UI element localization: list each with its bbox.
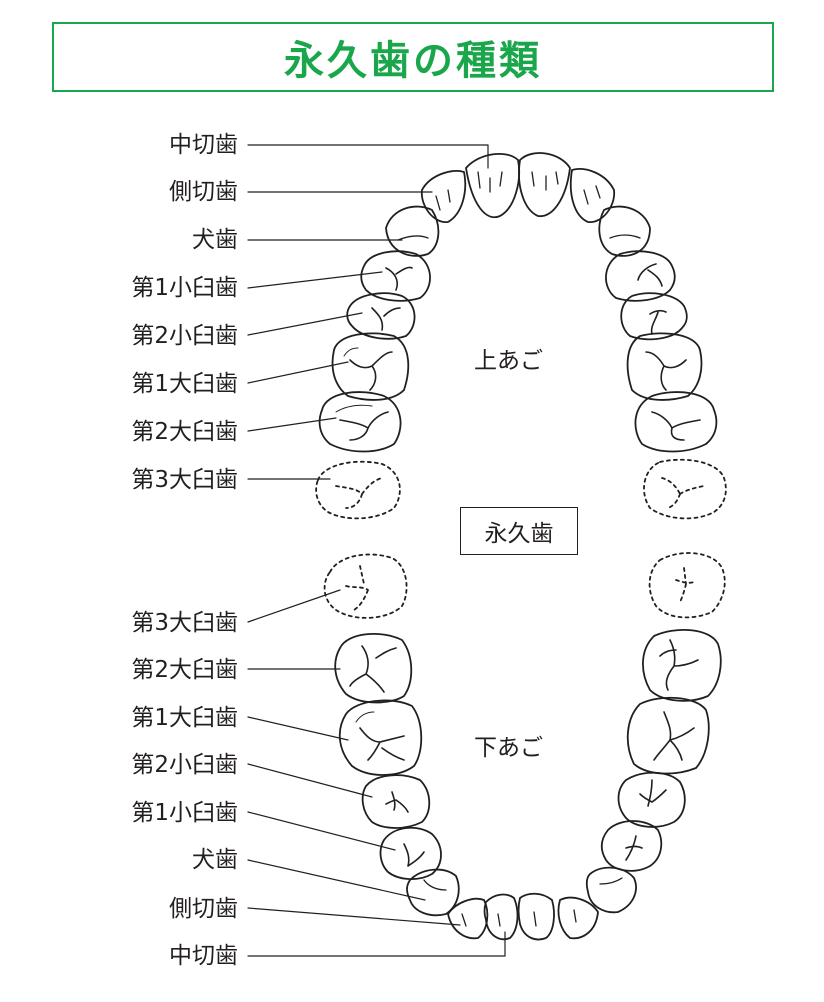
lower-canine-right <box>585 866 637 914</box>
upper-second-premolar-right <box>620 292 688 341</box>
label-lower-first-molar: 第1大臼歯 <box>131 705 238 731</box>
title-box: 永久歯の種類 <box>52 22 774 92</box>
leader-lower-lateral-incisor <box>247 907 461 926</box>
leader-lower-central-incisor <box>247 931 506 957</box>
upper-central-incisor-left <box>465 153 520 219</box>
upper-third-molar-right <box>643 458 727 520</box>
upper-central-incisor-right <box>518 152 571 217</box>
upper-jaw-label: 上あご <box>474 348 543 374</box>
label-upper-canine: 犬歯 <box>192 227 238 253</box>
leader-lower-second-premolar <box>247 763 373 798</box>
lower-first-premolar-right <box>600 820 663 872</box>
lower-second-molar-left <box>334 633 413 704</box>
label-upper-lateral-incisor: 側切歯 <box>169 179 238 205</box>
label-upper-second-premolar: 第2小臼歯 <box>131 323 238 349</box>
leader-upper-second-premolar <box>247 312 363 336</box>
leader-lower-canine <box>247 859 426 901</box>
leader-lower-first-premolar <box>247 811 396 851</box>
label-lower-third-molar: 第3大臼歯 <box>131 610 238 636</box>
label-upper-third-molar: 第3大臼歯 <box>131 467 238 493</box>
upper-lateral-incisor-left <box>421 170 467 223</box>
upper-lateral-incisor-right <box>569 168 615 223</box>
label-upper-second-molar: 第2大臼歯 <box>131 419 238 445</box>
lower-right-teeth <box>517 629 722 941</box>
label-upper-first-molar: 第1大臼歯 <box>131 371 238 397</box>
upper-second-molar-left <box>318 391 402 453</box>
leader-lower-first-molar <box>247 716 349 741</box>
upper-left-teeth <box>318 153 520 453</box>
lower-first-molar-left <box>338 699 423 776</box>
page-title: 永久歯の種類 <box>284 38 542 84</box>
label-lower-second-premolar: 第2小臼歯 <box>131 752 238 778</box>
lower-first-premolar-left <box>379 826 442 880</box>
lower-jaw-label: 下あご <box>474 735 543 761</box>
lower-third-molar-left <box>323 553 408 619</box>
lower-canine-left <box>406 868 460 917</box>
label-lower-central-incisor: 中切歯 <box>169 943 238 969</box>
lower-second-molar-right <box>642 629 722 702</box>
label-upper-central-incisor: 中切歯 <box>169 132 238 158</box>
upper-second-molar-right <box>634 391 718 453</box>
label-lower-second-molar: 第2大臼歯 <box>131 657 238 683</box>
label-upper-first-premolar: 第1小臼歯 <box>131 275 238 301</box>
permanent-teeth-box: 永久歯 <box>460 507 578 555</box>
upper-first-molar-right <box>626 332 703 401</box>
leader-upper-first-premolar <box>247 271 383 289</box>
leader-upper-central-incisor <box>247 144 489 169</box>
label-lower-canine: 犬歯 <box>192 847 238 873</box>
lower-central-incisor-left <box>483 893 519 941</box>
upper-second-premolar-left <box>346 292 416 340</box>
upper-first-premolar-right <box>605 250 676 302</box>
permanent-teeth-label: 永久歯 <box>484 521 554 547</box>
lower-second-premolar-left <box>361 774 431 829</box>
lower-third-molar-right <box>648 552 726 619</box>
upper-first-premolar-left <box>360 250 431 302</box>
lower-central-incisor-right <box>517 892 555 941</box>
label-lower-first-premolar: 第1小臼歯 <box>131 800 238 826</box>
leader-upper-first-molar <box>247 361 349 384</box>
lower-left-teeth <box>334 633 519 941</box>
lower-second-premolar-right <box>617 771 686 828</box>
lower-lateral-incisor-left <box>447 897 489 940</box>
upper-leader-lines <box>247 144 489 480</box>
leader-upper-second-molar <box>247 417 337 432</box>
lower-first-molar-right <box>626 696 710 775</box>
upper-first-molar-left <box>331 332 410 401</box>
label-lower-lateral-incisor: 側切歯 <box>169 896 238 922</box>
upper-third-molar-left <box>315 460 401 520</box>
upper-right-teeth <box>518 152 718 453</box>
lower-lateral-incisor-right <box>557 896 599 940</box>
